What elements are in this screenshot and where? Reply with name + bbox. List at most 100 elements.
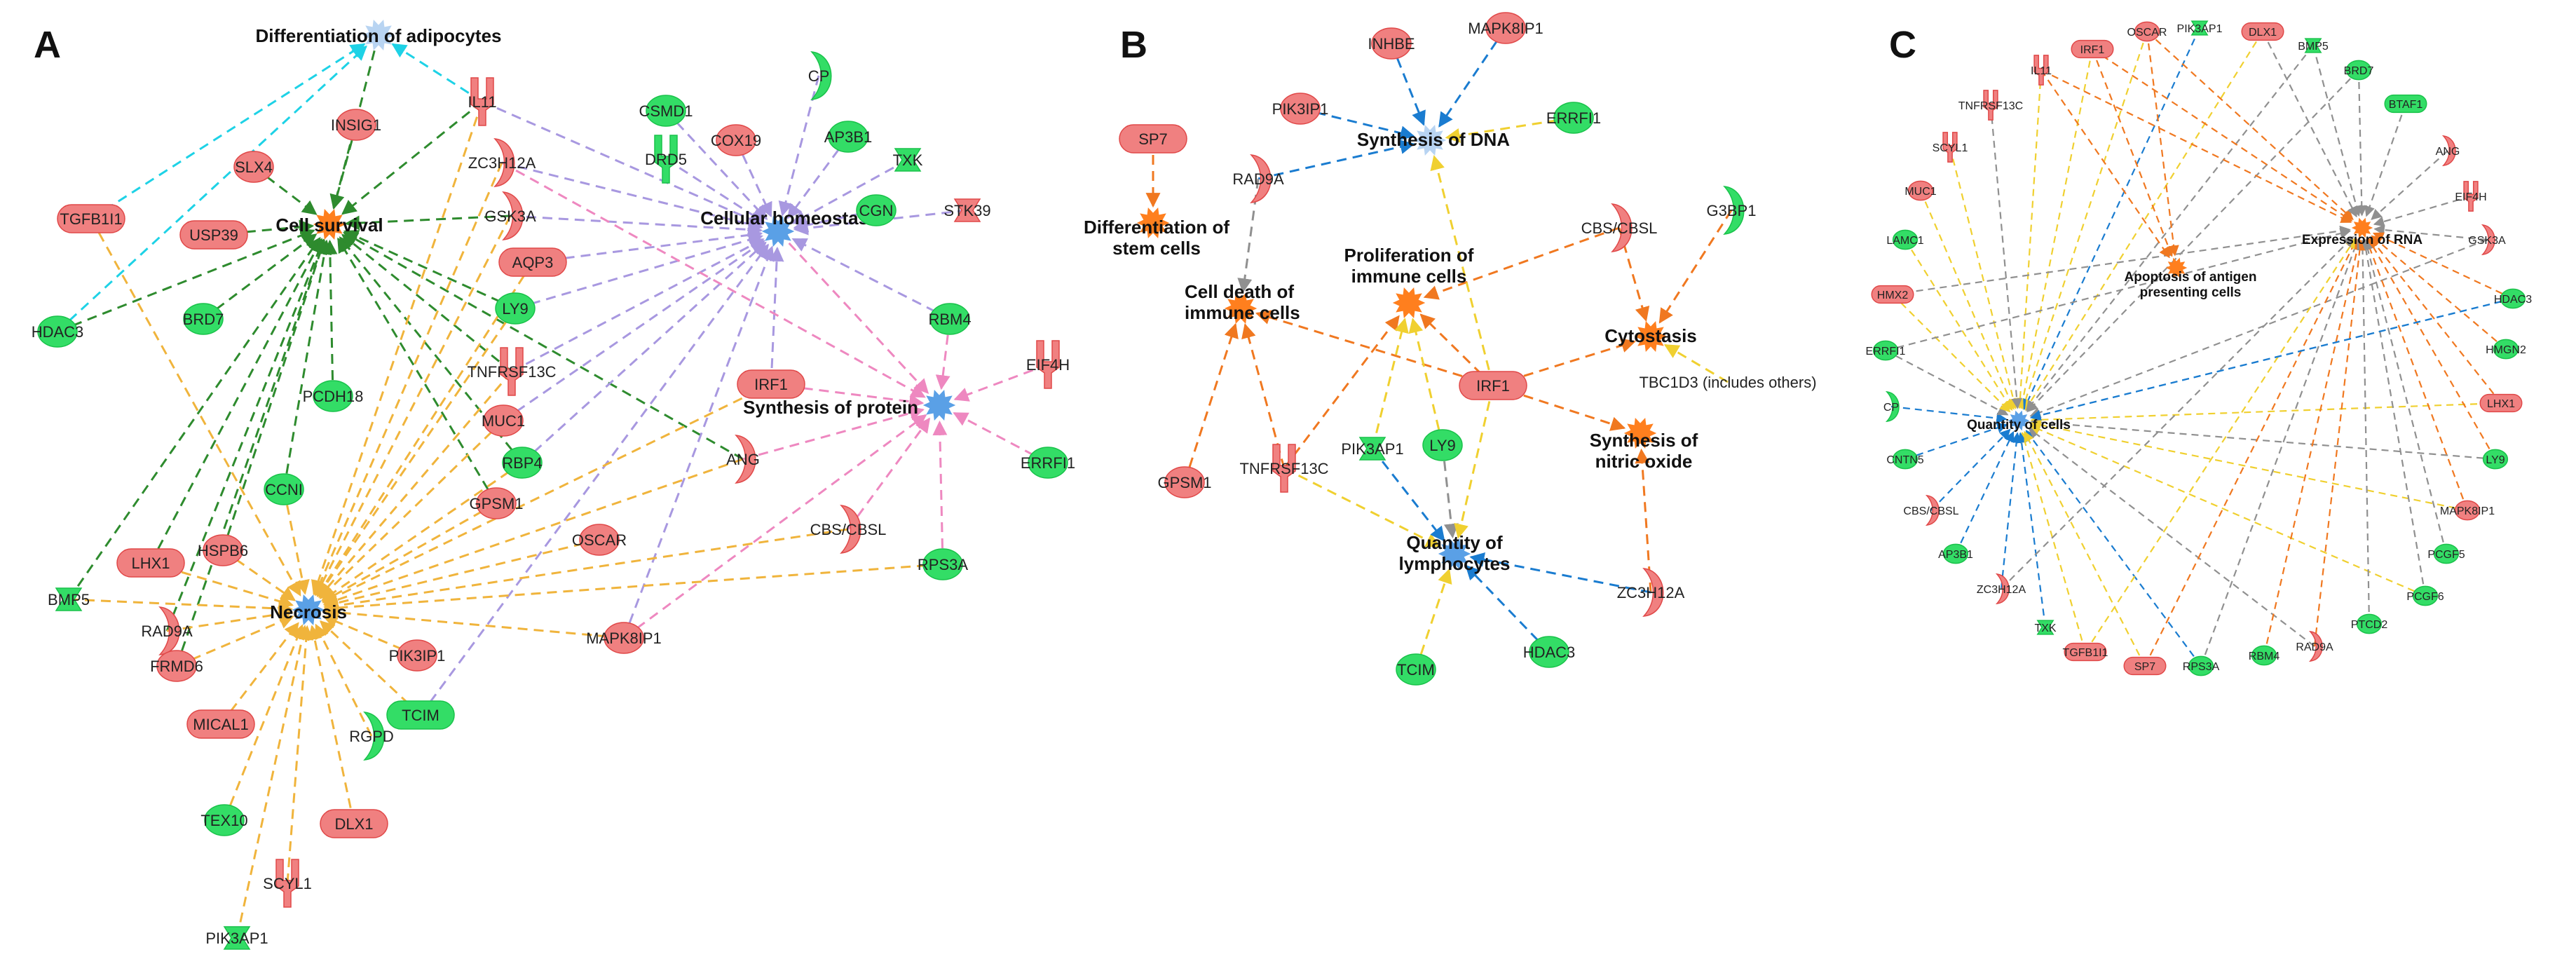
gene-node-pik3ap1[interactable]: PIK3AP1 <box>2177 20 2223 36</box>
gene-node-brd7[interactable]: BRD7 <box>183 303 224 335</box>
gene-node-lamc1[interactable]: LAMC1 <box>1886 229 1924 250</box>
gene-node-errfi1[interactable]: ERRFI1 <box>1866 340 1906 361</box>
gene-node-eif4h[interactable]: EIF4H <box>1026 340 1070 389</box>
gene-node-gpsm1[interactable]: GPSM1 <box>469 487 524 519</box>
gene-node-errfi1[interactable]: ERRFI1 <box>1021 447 1075 479</box>
gene-node-oscar[interactable]: OSCAR <box>2127 21 2167 42</box>
gene-node-scyl1[interactable]: SCYL1 <box>1933 132 1968 163</box>
gene-node-gpsm1[interactable]: GPSM1 <box>1157 466 1212 498</box>
gene-node-pik3ip1[interactable]: PIK3IP1 <box>389 639 446 672</box>
gene-node-drd5[interactable]: DRD5 <box>645 135 687 184</box>
gene-node-oscar[interactable]: OSCAR <box>572 524 627 556</box>
gene-node-tcim[interactable]: TCIM <box>1396 653 1436 686</box>
gene-node-mapk8ip1[interactable]: MAPK8IP1 <box>2440 500 2495 521</box>
gene-node-mical1[interactable]: MICAL1 <box>186 709 255 739</box>
function-node-cellhomeo[interactable]: Cellular homeostasis <box>700 207 884 247</box>
gene-node-gsk3a[interactable]: GSK3A <box>484 191 536 240</box>
gene-node-zc3h12a[interactable]: ZC3H12A <box>468 138 536 187</box>
gene-node-ang[interactable]: ANG <box>2436 135 2460 167</box>
function-node-necrosis[interactable]: Necrosis <box>270 594 347 626</box>
function-node-cytostasis[interactable]: Cytostasis <box>1604 320 1697 353</box>
function-node-adipo[interactable]: Differentiation of adipocytes <box>255 19 502 51</box>
gene-node-inhbe[interactable]: INHBE <box>1368 27 1415 60</box>
gene-node-ap3b1[interactable]: AP3B1 <box>1938 543 1973 564</box>
gene-node-hdac3[interactable]: HDAC3 <box>32 315 84 348</box>
gene-node-g3bp1[interactable]: G3BP1 <box>1707 186 1757 235</box>
gene-node-cbscbsl[interactable]: CBS/CBSL <box>1581 203 1658 252</box>
gene-node-pcdh18[interactable]: PCDH18 <box>303 380 364 412</box>
gene-node-rbp4[interactable]: RBP4 <box>502 447 543 479</box>
gene-node-cp[interactable]: CP <box>808 51 832 100</box>
gene-node-cbscbsl[interactable]: CBS/CBSL <box>1903 494 1959 526</box>
gene-node-tbc1d3[interactable]: TBC1D3 (includes others) <box>1639 374 1816 391</box>
gene-node-txk[interactable]: TXK <box>893 148 923 172</box>
gene-node-errfi1[interactable]: ERRFI1 <box>1546 102 1601 134</box>
gene-node-il11[interactable]: IL11 <box>468 77 497 126</box>
gene-node-lhx1[interactable]: LHX1 <box>2479 393 2523 413</box>
gene-node-sp7[interactable]: SP7 <box>2123 656 2167 676</box>
gene-node-cntn5[interactable]: CNTN5 <box>1886 449 1924 470</box>
gene-node-tnfrsf13c[interactable]: TNFRSF13C <box>1958 90 2023 121</box>
gene-node-irf1[interactable]: IRF1 <box>737 369 805 399</box>
gene-node-hspb6[interactable]: HSPB6 <box>198 534 248 566</box>
gene-node-mapk8ip1[interactable]: MAPK8IP1 <box>1468 12 1543 44</box>
gene-node-tgfb1i1[interactable]: TGFB1I1 <box>57 204 125 233</box>
gene-node-ccni[interactable]: CCNI <box>264 473 304 505</box>
gene-node-il11[interactable]: IL11 <box>2031 55 2052 86</box>
gene-node-hmgn2[interactable]: HMGN2 <box>2486 339 2526 360</box>
gene-node-stk39[interactable]: STK39 <box>943 198 991 222</box>
function-node-syndna[interactable]: Synthesis of DNA <box>1357 124 1510 156</box>
gene-node-tgfb1i1[interactable]: TGFB1I1 <box>2063 642 2108 662</box>
gene-node-rbm4[interactable]: RBM4 <box>928 303 972 335</box>
gene-node-irf1[interactable]: IRF1 <box>1459 371 1527 400</box>
gene-node-rps3a[interactable]: RPS3A <box>2183 655 2220 676</box>
gene-node-mapk8ip1[interactable]: MAPK8IP1 <box>586 622 662 654</box>
gene-node-gsk3a[interactable]: GSK3A <box>2468 224 2506 256</box>
gene-node-txk[interactable]: TXK <box>2034 620 2057 635</box>
gene-node-hdac3[interactable]: HDAC3 <box>2494 288 2532 309</box>
gene-node-ly9[interactable]: LY9 <box>2482 449 2509 470</box>
gene-node-bmp5[interactable]: BMP5 <box>48 587 90 611</box>
gene-node-rgpd[interactable]: RGPD <box>349 712 394 761</box>
gene-node-irf1[interactable]: IRF1 <box>2071 39 2114 59</box>
gene-node-zc3h12a[interactable]: ZC3H12A <box>1617 568 1685 617</box>
gene-node-ly9[interactable]: LY9 <box>495 292 536 325</box>
gene-node-pcgf6[interactable]: PCGF6 <box>2406 585 2444 606</box>
gene-node-rad9a[interactable]: RAD9A <box>141 606 193 655</box>
gene-node-brd7[interactable]: BRD7 <box>2344 60 2374 81</box>
gene-node-tex10[interactable]: TEX10 <box>200 804 248 836</box>
gene-node-zc3h12a[interactable]: ZC3H12A <box>1977 573 2026 605</box>
gene-node-muc1[interactable]: MUC1 <box>1904 180 1937 201</box>
gene-node-ptcd2[interactable]: PTCD2 <box>2351 613 2388 634</box>
function-node-cellsurv[interactable]: Cell survival <box>275 208 383 240</box>
gene-node-hdac3[interactable]: HDAC3 <box>1523 636 1576 668</box>
gene-node-insig1[interactable]: INSIG1 <box>331 109 381 141</box>
gene-node-hmx2[interactable]: HMX2 <box>1871 285 1914 304</box>
gene-node-lhx1[interactable]: LHX1 <box>116 548 185 578</box>
gene-node-cp[interactable]: CP <box>1883 390 1900 423</box>
gene-node-dlx1[interactable]: DLX1 <box>320 809 388 838</box>
gene-node-ly9[interactable]: LY9 <box>1422 429 1463 461</box>
gene-node-slx4[interactable]: SLX4 <box>233 151 274 183</box>
gene-node-cox19[interactable]: COX19 <box>711 124 761 156</box>
gene-node-ap3b1[interactable]: AP3B1 <box>824 121 873 153</box>
gene-node-usp39[interactable]: USP39 <box>179 220 248 250</box>
gene-node-btaf1[interactable]: BTAF1 <box>2384 94 2427 114</box>
gene-node-tcim[interactable]: TCIM <box>386 700 455 730</box>
function-node-quantcells[interactable]: Quantity of cells <box>1967 410 2071 433</box>
gene-node-pik3ap1[interactable]: PIK3AP1 <box>205 926 268 950</box>
gene-node-csmd1[interactable]: CSMD1 <box>639 95 693 127</box>
gene-node-bmp5[interactable]: BMP5 <box>2298 38 2329 53</box>
gene-node-pcgf5[interactable]: PCGF5 <box>2427 543 2465 564</box>
gene-node-aqp3[interactable]: AQP3 <box>498 247 567 277</box>
gene-node-tnfrsf13c[interactable]: TNFRSF13C <box>467 347 557 396</box>
gene-node-pik3ip1[interactable]: PIK3IP1 <box>1272 93 1329 125</box>
gene-node-ang[interactable]: ANG <box>726 435 760 484</box>
gene-node-pik3ap1[interactable]: PIK3AP1 <box>1341 437 1404 461</box>
